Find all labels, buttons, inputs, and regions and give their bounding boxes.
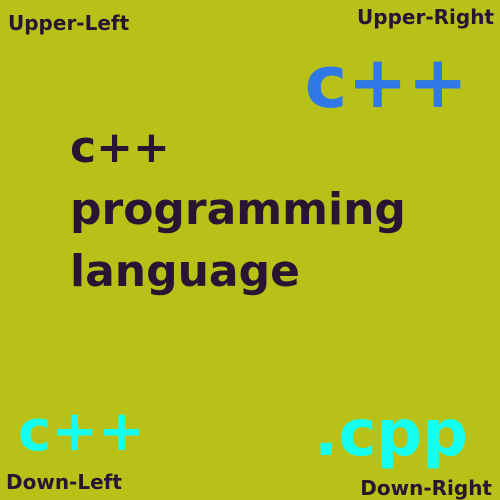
upper-left-label: Upper-Left [8, 11, 130, 35]
down-left-cpp-text: c++ [18, 399, 146, 464]
down-right-label: Down-Right [360, 476, 492, 500]
center-line-3: language [70, 246, 300, 297]
upper-right-label: Upper-Right [357, 5, 494, 29]
center-line-2: programming [70, 184, 406, 235]
top-right-cpp-text: c++ [304, 40, 468, 124]
down-right-cpp-extension: .cpp [314, 397, 468, 471]
center-text-block: c++ programming language [70, 117, 480, 303]
center-line-1: c++ [70, 122, 170, 173]
down-left-label: Down-Left [6, 470, 122, 494]
